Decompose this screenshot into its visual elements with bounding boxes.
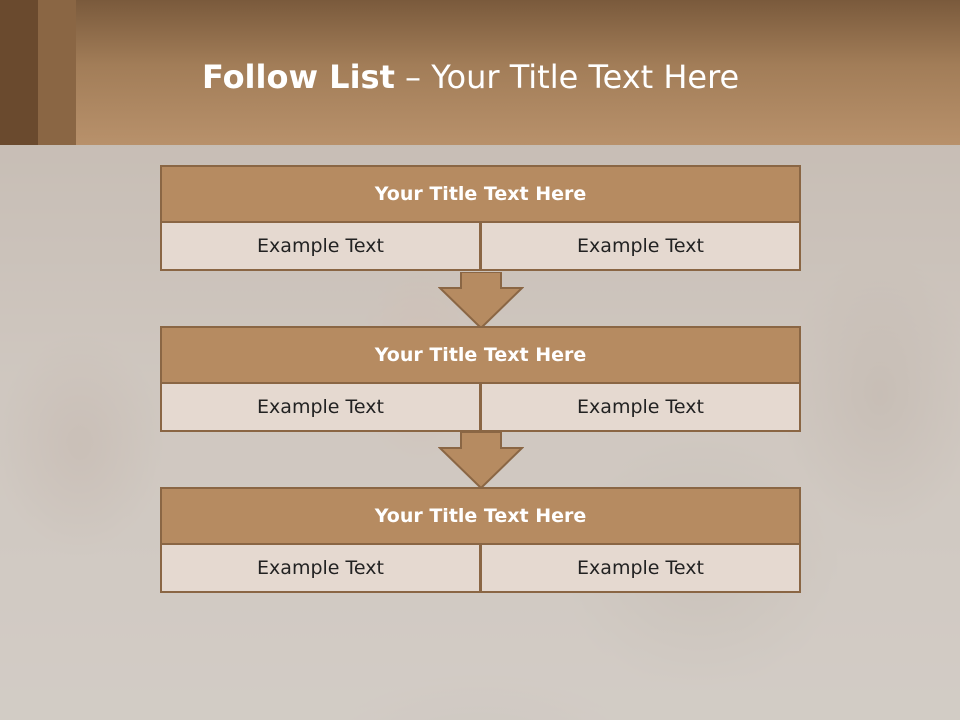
block-cell-left: Example Text: [160, 221, 481, 271]
block-cell-left: Example Text: [160, 382, 481, 432]
block-cell-left: Example Text: [160, 543, 481, 593]
block-heading: Your Title Text Here: [160, 487, 801, 545]
header-accent-light: [38, 0, 76, 145]
down-arrow-icon: [438, 432, 524, 490]
down-arrow-icon: [438, 272, 524, 330]
list-block-1: Your Title Text Here Example Text Exampl…: [160, 165, 801, 271]
list-block-2: Your Title Text Here Example Text Exampl…: [160, 326, 801, 432]
block-cell-right: Example Text: [480, 543, 801, 593]
title-rest: – Your Title Text Here: [394, 58, 740, 96]
block-heading: Your Title Text Here: [160, 326, 801, 384]
block-cell-right: Example Text: [480, 382, 801, 432]
block-cell-right: Example Text: [480, 221, 801, 271]
header-accent-dark: [0, 0, 38, 145]
block-heading: Your Title Text Here: [160, 165, 801, 223]
slide-title: Follow List – Your Title Text Here: [202, 55, 739, 99]
title-bold: Follow List: [202, 58, 395, 96]
list-block-3: Your Title Text Here Example Text Exampl…: [160, 487, 801, 593]
header-band: [0, 0, 960, 145]
